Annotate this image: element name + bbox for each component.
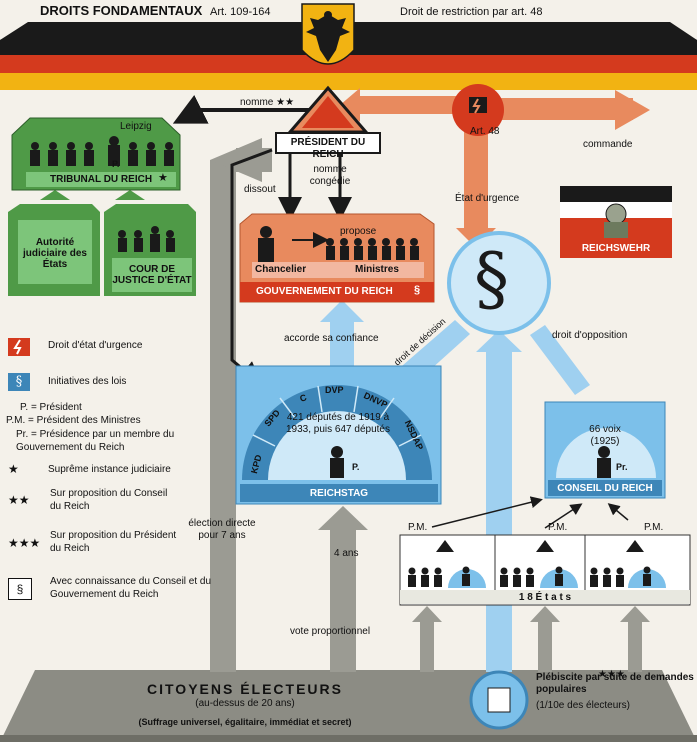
arrow-nomme-congedie: nomme congédie	[309, 164, 351, 187]
art48-label: Art. 48	[470, 126, 500, 137]
citoyens-label: CITOYENS ÉLECTEURS	[147, 681, 343, 697]
arrow-nomme: nomme ★★	[240, 97, 295, 108]
legend-text: Droit d'état d'urgence	[48, 340, 143, 351]
citoyens-age: (au-dessus de 20 ans)	[195, 698, 295, 709]
paragraph-icon: §	[474, 238, 509, 320]
header-restriction: Droit de restriction par art. 48	[400, 6, 543, 18]
legend-text: Avec connaissance du Conseil et du Gouve…	[50, 576, 212, 600]
eagle-emblem	[301, 3, 355, 65]
legend-text: P.M. = Président des Ministres	[6, 415, 141, 426]
propose-label: propose	[340, 226, 377, 237]
pm-label-1: P.M.	[408, 522, 428, 533]
legend-text: Suprême instance judiciaire	[48, 464, 171, 475]
reichstag-label: REICHSTAG	[309, 488, 369, 499]
three-stars-icon: ★★★	[8, 536, 41, 550]
party-dvp: DVP	[325, 385, 344, 395]
pm-label-2: P.M.	[548, 522, 568, 533]
arrow-accorde: accorde sa confiance	[284, 333, 379, 344]
legend-text: Pr. = Présidence par un membre du Gouver…	[16, 429, 175, 453]
arrow-4ans: 4 ans	[334, 548, 359, 559]
legend-text: P. = Président	[20, 402, 82, 413]
reichswehr-label: REICHSWEHR	[581, 243, 651, 254]
star-icon: ★	[158, 172, 168, 184]
conseil-voix: 66 voix (1925)	[589, 424, 621, 447]
lightning-icon	[8, 338, 30, 356]
arrow-commande: commande	[583, 139, 633, 150]
hand-document-icon: §	[414, 284, 421, 296]
three-stars-icon: ★★★	[598, 669, 625, 680]
tribunal-label: TRIBUNAL DU REICH	[50, 174, 153, 185]
plebiscite-frac: (1/10e des électeurs)	[536, 700, 630, 711]
arrow-vote-prop: vote proportionnel	[290, 626, 371, 637]
reichstag-deputes: 421 députés de 1919 à 1933, puis 647 dép…	[286, 412, 390, 435]
reichstag-p: P.	[352, 462, 360, 472]
paragraph-icon: §	[8, 373, 30, 391]
plebiscite-label: Plébiscite par suite de demandes populai…	[536, 672, 694, 695]
two-stars-icon: ★★	[8, 493, 30, 507]
arrow-droit-opposition: droit d'opposition	[552, 330, 628, 341]
header-articles: Art. 109-164	[210, 6, 271, 18]
gouvernement-label: GOUVERNEMENT DU REICH	[256, 286, 393, 297]
suffrage-label: (Suffrage universel, égalitaire, immédia…	[138, 717, 352, 727]
legend-text: Initiatives des lois	[48, 376, 127, 387]
legend-text: Sur proposition du Conseil du Reich	[50, 488, 168, 512]
tribunal-city: Leipzig	[120, 121, 152, 132]
tribunal-p: P.	[112, 159, 120, 169]
cour-label: COUR DE JUSTICE D'ÉTAT	[112, 264, 192, 286]
hand-document-icon: §	[8, 578, 32, 600]
star-icon: ★	[8, 462, 19, 476]
tribunal-shape	[11, 117, 181, 191]
legend-text: Sur proposition du Président du Reich	[50, 530, 177, 554]
arrow-etat-urgence: État d'urgence	[455, 193, 520, 204]
ministres-label: Ministres	[355, 264, 399, 275]
etats-label: 1 8 É t a t s	[518, 592, 572, 603]
chancelier-label: Chancelier	[255, 264, 307, 275]
president-label: PRÉSIDENT DU REICH	[290, 137, 366, 160]
arrow-dissout: dissout	[244, 184, 276, 195]
pm-label-3: P.M.	[644, 522, 664, 533]
autorite-label: Autorité judiciaire des États	[23, 236, 87, 270]
conseil-pr: Pr.	[616, 462, 628, 472]
arrow-election: élection directe pour 7 ans	[188, 518, 256, 541]
header-title: DROITS FONDAMENTAUX	[40, 3, 203, 18]
conseil-label: CONSEIL DU REICH	[557, 483, 653, 494]
